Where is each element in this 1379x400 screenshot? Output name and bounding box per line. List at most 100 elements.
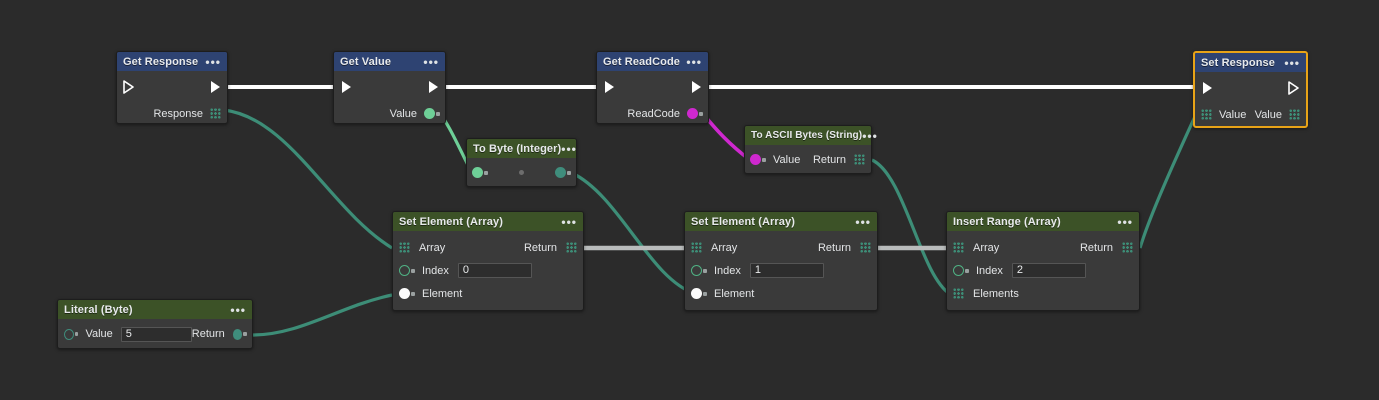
pin-label-readcode: ReadCode xyxy=(627,107,680,120)
node-get-response[interactable]: Get Response ••• Response xyxy=(116,51,228,124)
pin-row-value: Value xyxy=(334,102,445,125)
node-body: Array Return Index Element xyxy=(685,231,877,305)
exec-in-pin[interactable] xyxy=(1200,80,1214,96)
node-body: Value Return xyxy=(58,319,252,349)
node-menu-icon[interactable]: ••• xyxy=(862,128,878,143)
array-pin-icon-in[interactable] xyxy=(953,242,964,253)
value-pin-icon[interactable] xyxy=(424,108,435,119)
exec-row xyxy=(597,71,708,102)
array-pin-icon-out[interactable] xyxy=(860,242,871,253)
array-pin-icon-in[interactable] xyxy=(399,242,410,253)
node-title: Set Element (Array) xyxy=(399,215,503,228)
array-pin-icon-out[interactable] xyxy=(1289,109,1300,120)
node-header: To ASCII Bytes (String) ••• xyxy=(745,126,877,145)
array-pin-icon[interactable] xyxy=(210,108,221,119)
node-to-byte[interactable]: To Byte (Integer) ••• xyxy=(466,138,577,187)
wire-insertrange-to-setresponse-value xyxy=(1138,111,1199,249)
node-header: To Byte (Integer) ••• xyxy=(467,139,576,158)
exec-in-pin[interactable] xyxy=(602,79,616,95)
node-set-response[interactable]: Set Response ••• Value Value xyxy=(1193,51,1308,128)
exec-in-pin[interactable] xyxy=(122,79,136,95)
string-pin-icon[interactable] xyxy=(687,108,698,119)
node-title: Set Response xyxy=(1201,56,1275,69)
pin-row-array: Array Return xyxy=(685,236,877,259)
node-menu-icon[interactable]: ••• xyxy=(205,54,221,69)
array-pin-icon-in[interactable] xyxy=(1201,109,1212,120)
node-menu-icon[interactable]: ••• xyxy=(230,302,246,317)
node-body: Array Return Index Element xyxy=(393,231,583,305)
node-get-value[interactable]: Get Value ••• Value xyxy=(333,51,446,124)
node-menu-icon[interactable]: ••• xyxy=(855,214,871,229)
return-pin-icon[interactable] xyxy=(232,328,243,340)
pin-label-response: Response xyxy=(153,107,203,120)
index-input[interactable] xyxy=(749,263,824,278)
pin-nub xyxy=(762,157,766,162)
index-input[interactable] xyxy=(1011,263,1086,278)
element-pin-icon[interactable] xyxy=(691,288,702,299)
string-pin-icon[interactable] xyxy=(750,154,761,165)
wire-tobyte-to-setelement2-element xyxy=(571,171,697,296)
exec-row xyxy=(117,71,227,102)
pin-nub xyxy=(74,332,79,336)
pin-nub xyxy=(567,170,571,175)
pin-row-value: Value Return xyxy=(58,319,252,349)
pin-row-response: Response xyxy=(117,102,227,125)
node-body: Value xyxy=(334,71,445,125)
node-set-element-1[interactable]: Set Element (Array) ••• Array Return Ind… xyxy=(392,211,584,311)
array-pin-icon-out[interactable] xyxy=(1122,242,1133,253)
output-pin-icon[interactable] xyxy=(555,167,566,178)
pin-label-value: Value xyxy=(773,153,801,166)
exec-out-pin[interactable] xyxy=(689,79,703,95)
node-insert-range[interactable]: Insert Range (Array) ••• Array Return In… xyxy=(946,211,1140,311)
pin-label-return: Return xyxy=(191,328,225,340)
index-pin-icon[interactable] xyxy=(691,265,702,276)
node-set-element-2[interactable]: Set Element (Array) ••• Array Return Ind… xyxy=(684,211,878,311)
node-body: Response xyxy=(117,71,227,125)
node-to-ascii-bytes[interactable]: To ASCII Bytes (String) ••• Value Return xyxy=(744,125,877,174)
node-menu-icon[interactable]: ••• xyxy=(561,214,577,229)
node-header: Get ReadCode ••• xyxy=(597,52,708,71)
exec-in-pin[interactable] xyxy=(339,79,353,95)
pin-label-value-out: Value xyxy=(1254,108,1282,121)
node-menu-icon[interactable]: ••• xyxy=(1117,214,1133,229)
pin-nub xyxy=(965,268,969,273)
input-pin-icon[interactable] xyxy=(472,167,483,178)
node-title: Insert Range (Array) xyxy=(953,215,1061,228)
node-body xyxy=(467,158,576,187)
pin-row-index: Index xyxy=(393,259,583,282)
pin-row-index: Index xyxy=(685,259,877,282)
index-pin-icon[interactable] xyxy=(399,265,410,276)
index-pin-icon[interactable] xyxy=(953,265,964,276)
node-header: Set Response ••• xyxy=(1195,53,1306,72)
node-title: Set Element (Array) xyxy=(691,215,795,228)
pin-nub xyxy=(436,111,440,116)
exec-out-pin[interactable] xyxy=(1287,80,1301,96)
element-pin-icon[interactable] xyxy=(399,288,410,299)
pin-row-readcode: ReadCode xyxy=(597,102,708,125)
node-menu-icon[interactable]: ••• xyxy=(423,54,439,69)
pin-label-elements: Elements xyxy=(973,287,1019,300)
node-menu-icon[interactable]: ••• xyxy=(1284,55,1300,70)
node-body: Value Value xyxy=(1195,72,1306,126)
array-pin-icon-out[interactable] xyxy=(566,242,577,253)
pin-row-element: Element xyxy=(685,282,877,305)
node-title: Get ReadCode xyxy=(603,55,680,68)
index-input[interactable] xyxy=(457,263,532,278)
value-pin-icon[interactable] xyxy=(64,328,74,340)
pin-nub xyxy=(411,291,415,296)
exec-out-pin[interactable] xyxy=(208,79,222,95)
node-menu-icon[interactable]: ••• xyxy=(561,141,577,156)
node-title: To Byte (Integer) xyxy=(473,142,562,155)
pin-label-array: Array xyxy=(419,241,446,254)
exec-out-pin[interactable] xyxy=(426,79,440,95)
node-get-readcode[interactable]: Get ReadCode ••• ReadCode xyxy=(596,51,709,124)
array-pin-icon-in[interactable] xyxy=(691,242,702,253)
array-pin-icon-elements[interactable] xyxy=(953,288,964,299)
array-pin-icon[interactable] xyxy=(854,154,865,165)
value-input[interactable] xyxy=(120,326,192,342)
node-literal-byte[interactable]: Literal (Byte) ••• Value Return xyxy=(57,299,253,349)
pin-label-value-in: Value xyxy=(1219,108,1247,121)
node-menu-icon[interactable]: ••• xyxy=(686,54,702,69)
node-title: Get Value xyxy=(340,55,392,68)
